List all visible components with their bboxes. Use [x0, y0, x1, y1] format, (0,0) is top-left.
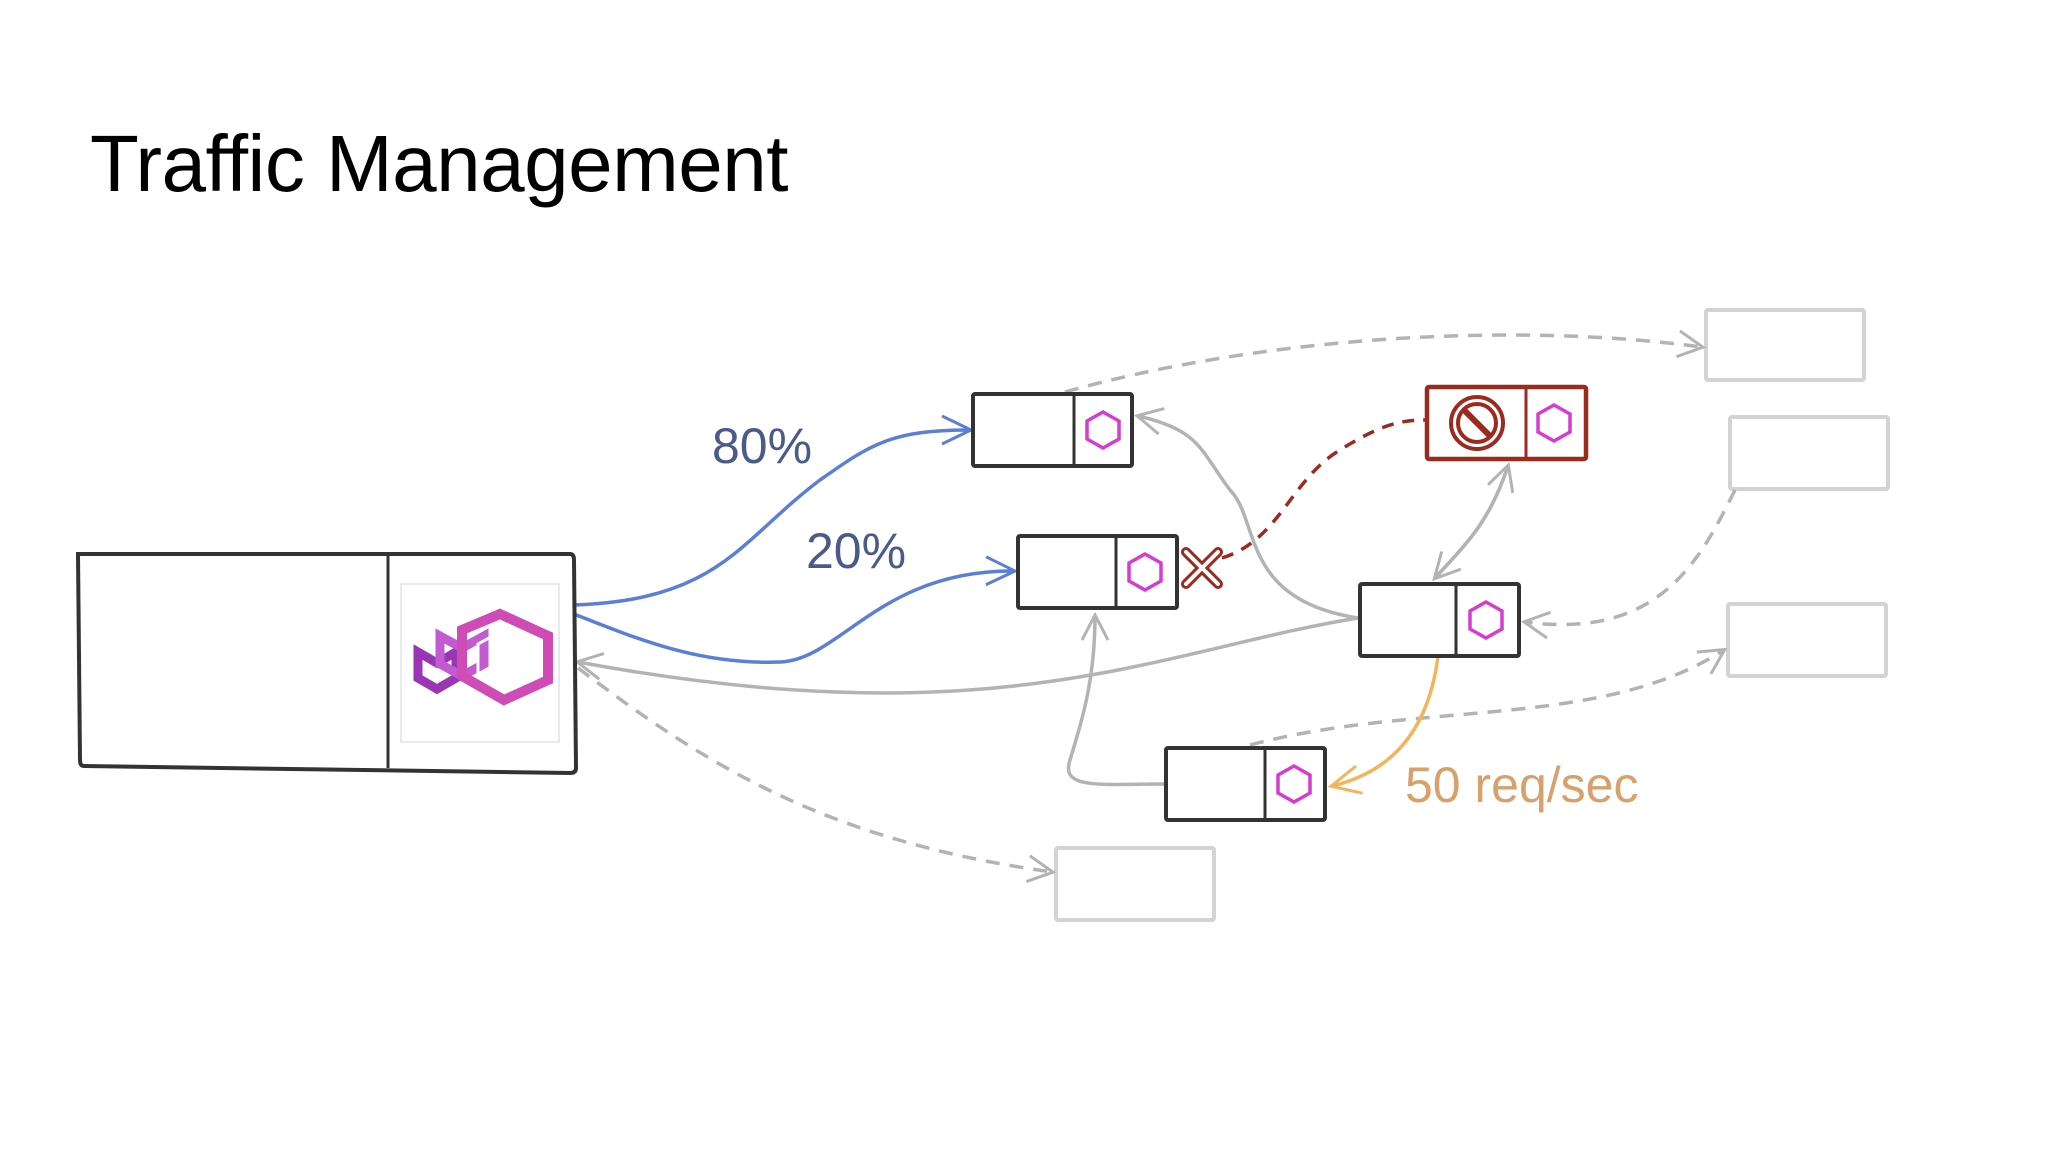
service-mid: [1358, 582, 1521, 658]
slide-title: Traffic Management: [90, 119, 789, 208]
solid-connection: [1066, 616, 1167, 787]
rate-limit-arrow: [1332, 655, 1440, 786]
service-v1: [971, 392, 1134, 468]
service-v2: [1016, 534, 1179, 610]
dashed-connection: [1064, 335, 1702, 394]
label-rate-limit: 50 req/sec: [1405, 757, 1638, 813]
solid-connection: [1138, 416, 1359, 620]
no-entry-icon: [1449, 395, 1505, 451]
hexagon-icon: [1085, 409, 1121, 451]
hexagon-icon: [1536, 402, 1572, 444]
blocked-service: [1424, 384, 1589, 462]
external-service-box: [1726, 602, 1888, 678]
traffic-split-20-arrow: [573, 571, 1014, 664]
label-20-percent: 20%: [806, 523, 906, 579]
label-80-percent: 80%: [712, 418, 812, 474]
x-mark-icon: [1181, 547, 1223, 589]
hexagon-icon: [1468, 599, 1504, 641]
hexagon-icon: [1276, 763, 1312, 805]
hexagon-icon: [1127, 551, 1163, 593]
traffic-split-80-arrow: [573, 430, 970, 607]
dashed-connection: [576, 666, 1052, 872]
bidirectional-connection: [1435, 465, 1510, 578]
external-service-box: [1728, 415, 1890, 491]
service-rate-limited: [1164, 746, 1327, 822]
external-service-box: [1704, 308, 1866, 382]
dashed-connection: [1249, 650, 1724, 747]
main-service: [75, 552, 579, 776]
solid-connection: [578, 616, 1359, 695]
blocked-connection: [1221, 418, 1426, 560]
bidirectional-connection: [1433, 466, 1508, 580]
dashed-connection: [1525, 489, 1737, 625]
envoy-logo-icon: [413, 608, 553, 706]
external-service-box: [1054, 846, 1216, 922]
